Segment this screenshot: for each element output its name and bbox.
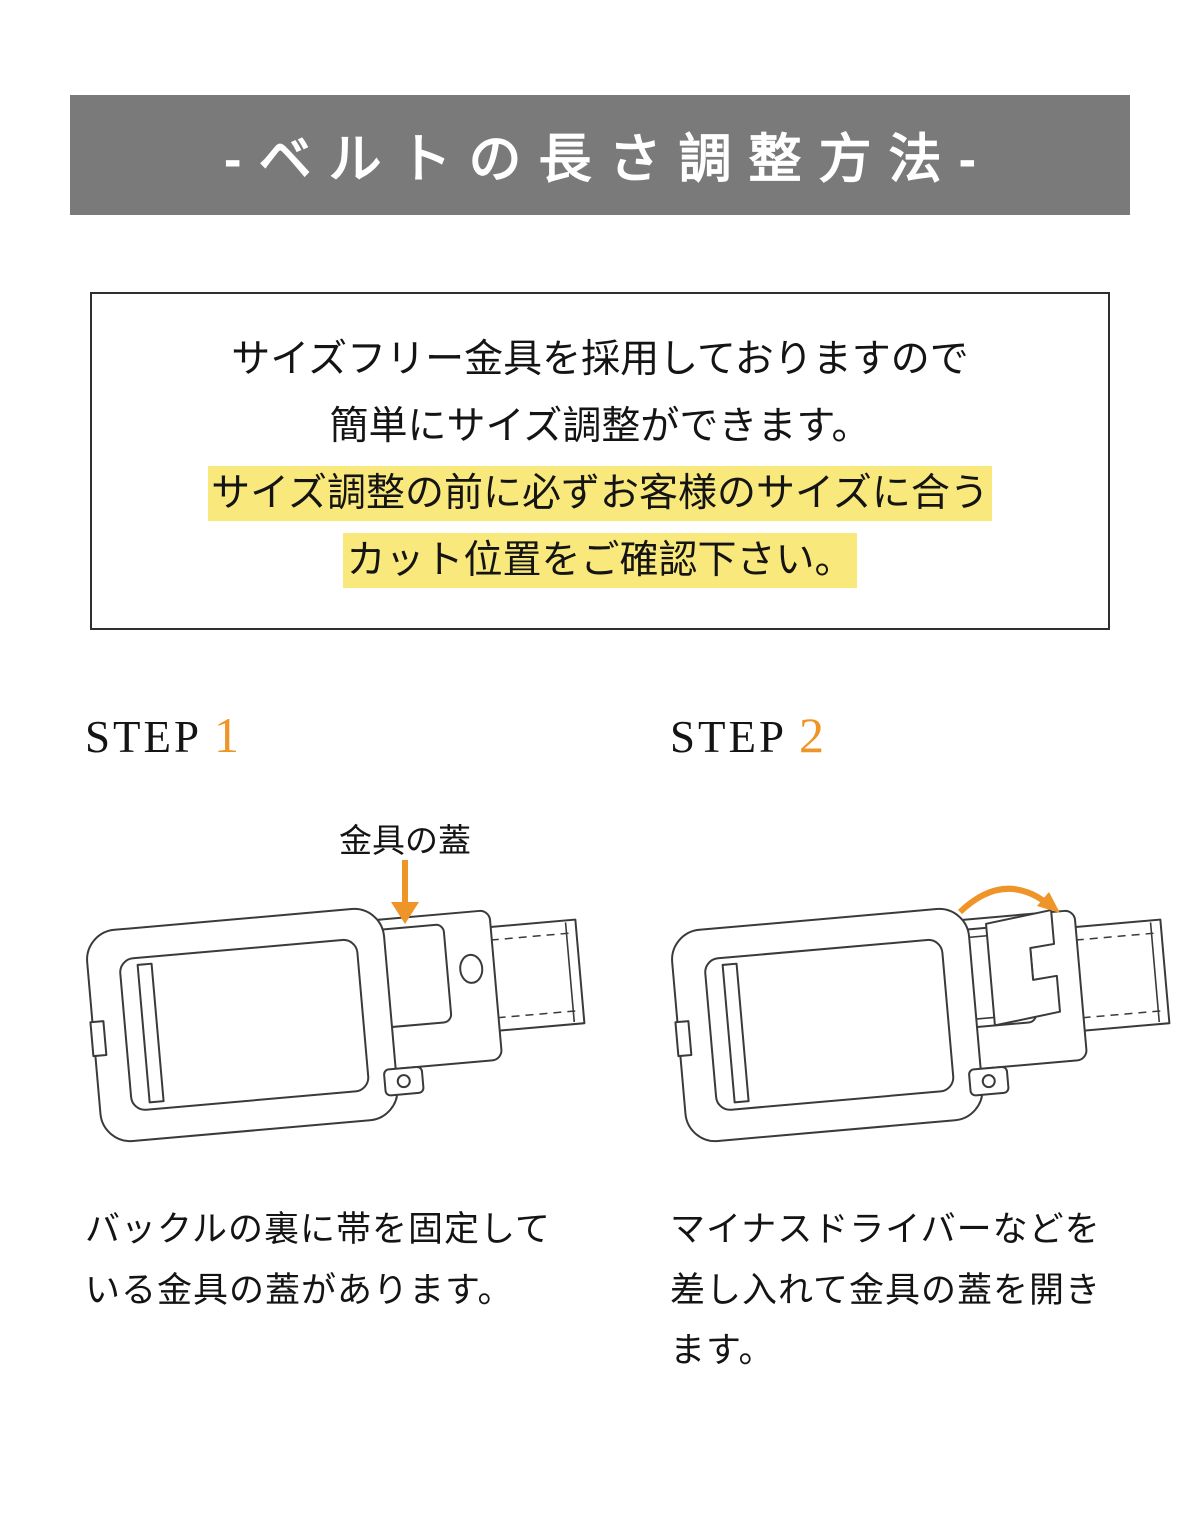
step-2-illustration [670,770,1185,1182]
intro-line-1: サイズフリー金具を採用しておりますので [102,326,1098,393]
belt-length-adjustment-guide: -ベルトの長さ調整方法- サイズフリー金具を採用しておりますので 簡単にサイズ調… [0,95,1200,1382]
strap-end-line [1149,922,1161,1023]
page-title: -ベルトの長さ調整方法- [223,130,994,189]
intro-text-4-highlighted: カット位置をご確認下さい。 [343,533,857,589]
step-1-number: 1 [214,707,243,764]
belt-buckle-closed [86,908,586,1143]
intro-line-3: サイズ調整の前に必ずお客様のサイズに合う [102,460,1098,527]
intro-line-4: カット位置をご確認下さい。 [102,527,1098,594]
step-1-illustration: 金具の蓋 [85,770,600,1182]
buckle-bar [721,963,750,1104]
buckle-opening [119,939,370,1112]
strap-end-line [564,922,576,1023]
buckle-opening [704,939,955,1112]
buckle-cover-open-illustration [671,886,1171,1143]
keeper-rivet [396,1074,411,1089]
intro-text-1: サイズフリー金具を採用しておりますので [231,338,969,381]
belt-buckle-open [671,908,1171,1143]
down-arrow-icon [391,860,419,925]
step-2-caption: マイナスドライバーなどを差し入れて金具の蓋を開きます。 [670,1210,1101,1371]
buckle-bar [136,963,165,1104]
intro-text-2: 簡単にサイズ調整ができます。 [329,405,871,449]
frame-notch [674,1020,693,1058]
step-2-label: STEP [670,712,788,763]
intro-box: サイズフリー金具を採用しておりますので 簡単にサイズ調整ができます。 サイズ調整… [90,292,1110,631]
opened-cover-plate [985,909,1061,1027]
step-1-label: STEP [85,712,203,763]
buckle-cover-closed-illustration [86,860,586,1143]
cover-annotation-label: 金具の蓋 [339,822,471,860]
step-1-caption: バックルの裏に帯を固定している金具の蓋があります。 [85,1210,551,1310]
intro-text-3-highlighted: サイズ調整の前に必ずお客様のサイズに合う [208,466,992,522]
keeper-rivet [981,1074,996,1089]
intro-line-2: 簡単にサイズ調整ができます。 [102,393,1098,460]
frame-notch [89,1020,108,1058]
step-2-number: 2 [799,707,828,764]
title-banner: -ベルトの長さ調整方法- [70,95,1130,215]
pivot-knob [459,954,484,985]
flip-open-arrow-icon [957,886,1060,915]
